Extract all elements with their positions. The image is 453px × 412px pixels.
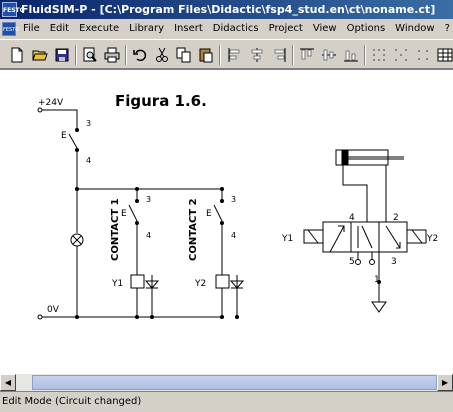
- svg-text:3: 3: [86, 119, 91, 128]
- circuit-diagram: Figura 1.6.: [37, 92, 438, 320]
- main-switch[interactable]: [68, 133, 78, 149]
- ground-label: 0V: [47, 305, 60, 315]
- figure-title: Figura 1.6.: [115, 92, 207, 110]
- svg-text:4: 4: [146, 231, 151, 240]
- menu-item-file[interactable]: File: [23, 23, 40, 34]
- scroll-thumb[interactable]: [32, 375, 437, 390]
- cut-icon[interactable]: [153, 46, 171, 64]
- menu-items: File Edit Execute Library Insert Didactics Pro…: [18, 19, 453, 39]
- svg-text:4: 4: [231, 231, 236, 240]
- coil-y1: [130, 274, 145, 289]
- contact-2-label: CONTACT 2: [188, 198, 199, 261]
- menu-item-insert[interactable]: Insert: [174, 23, 203, 34]
- valve-solenoid-y1-label: Y1: [281, 234, 293, 244]
- align-middle-icon[interactable]: [320, 46, 338, 64]
- coil-y2: [215, 274, 230, 289]
- valve-port-2: 2: [393, 213, 399, 223]
- menu-item-edit[interactable]: Edit: [49, 23, 70, 34]
- new-icon[interactable]: [8, 46, 26, 64]
- print-preview-icon[interactable]: [81, 46, 99, 64]
- align-right-icon[interactable]: [270, 46, 288, 64]
- table-icon[interactable]: [436, 46, 453, 64]
- svg-text:3: 3: [146, 195, 151, 204]
- print-icon[interactable]: [103, 46, 121, 64]
- grid-icon[interactable]: [370, 46, 388, 64]
- supply-wire: [40, 109, 78, 122]
- valve-port-4: 4: [349, 213, 355, 223]
- supply-label: +24V: [38, 98, 64, 108]
- menu-bar: FESTO File Edit Execute Library Insert Didact…: [0, 19, 453, 39]
- valve-port-3: 3: [391, 257, 397, 267]
- align-top-icon[interactable]: [298, 46, 316, 64]
- menu-item-library[interactable]: Library: [129, 23, 165, 34]
- menu-item-window[interactable]: Window: [395, 23, 435, 34]
- grid3-icon[interactable]: [414, 46, 432, 64]
- svg-text:3: 3: [231, 195, 236, 204]
- undo-icon[interactable]: [131, 46, 149, 64]
- status-bar: Edit Mode (Circuit changed): [0, 391, 453, 412]
- menu-item-didactics[interactable]: Didactics: [212, 23, 259, 34]
- toolbar: [0, 39, 453, 69]
- align-center-icon[interactable]: [248, 46, 266, 64]
- fluidsim-app-icon[interactable]: FESTO: [2, 2, 25, 17]
- align-left-icon[interactable]: [226, 46, 244, 64]
- horizontal-scrollbar[interactable]: ◀ ▶: [0, 374, 453, 391]
- align-bottom-icon[interactable]: [342, 46, 360, 64]
- contact-1-switch[interactable]: [128, 204, 138, 222]
- copy-icon[interactable]: [175, 46, 193, 64]
- grid2-icon[interactable]: [392, 46, 410, 64]
- svg-text:E: E: [121, 209, 127, 219]
- solenoid-y1: [303, 229, 324, 244]
- scroll-left-icon[interactable]: ◀: [0, 374, 16, 391]
- coil-2-label: Y2: [194, 279, 206, 289]
- switch-label: E: [61, 131, 67, 141]
- valve-block-center: [350, 221, 380, 253]
- coil-1-label: Y1: [111, 279, 123, 289]
- scroll-right-icon[interactable]: ▶: [437, 374, 453, 391]
- contact-2-switch[interactable]: [213, 204, 223, 222]
- contact-1-label: CONTACT 1: [110, 198, 121, 261]
- pressure-source: [371, 301, 387, 313]
- status-text: Edit Mode (Circuit changed): [2, 396, 142, 407]
- menu-item-project[interactable]: Project: [268, 23, 303, 34]
- document-system-icon[interactable]: FESTO: [2, 22, 19, 36]
- valve-port-1: 1: [374, 275, 380, 285]
- menu-item-help[interactable]: ?: [444, 23, 450, 34]
- menu-item-execute[interactable]: Execute: [79, 23, 120, 34]
- valve-port-5: 5: [349, 257, 355, 267]
- window-title: FluidSIM-P - [C:\Program Files\Didactic\…: [21, 3, 436, 16]
- paste-icon[interactable]: [197, 46, 215, 64]
- solenoid-y2: [406, 229, 427, 244]
- scroll-track[interactable]: [16, 374, 437, 391]
- circuit-canvas[interactable]: Figura 1.6.: [0, 69, 453, 374]
- valve-block-left: [322, 221, 352, 253]
- valve-solenoid-y2-label: Y2: [426, 234, 438, 244]
- menu-item-view[interactable]: View: [312, 23, 337, 34]
- svg-text:4: 4: [86, 156, 91, 165]
- save-icon[interactable]: [53, 46, 71, 64]
- open-icon[interactable]: [31, 46, 49, 64]
- title-bar: FESTO FluidSIM-P - [C:\Program Files\Did…: [0, 0, 453, 19]
- svg-text:E: E: [206, 209, 212, 219]
- menu-item-options[interactable]: Options: [346, 23, 386, 34]
